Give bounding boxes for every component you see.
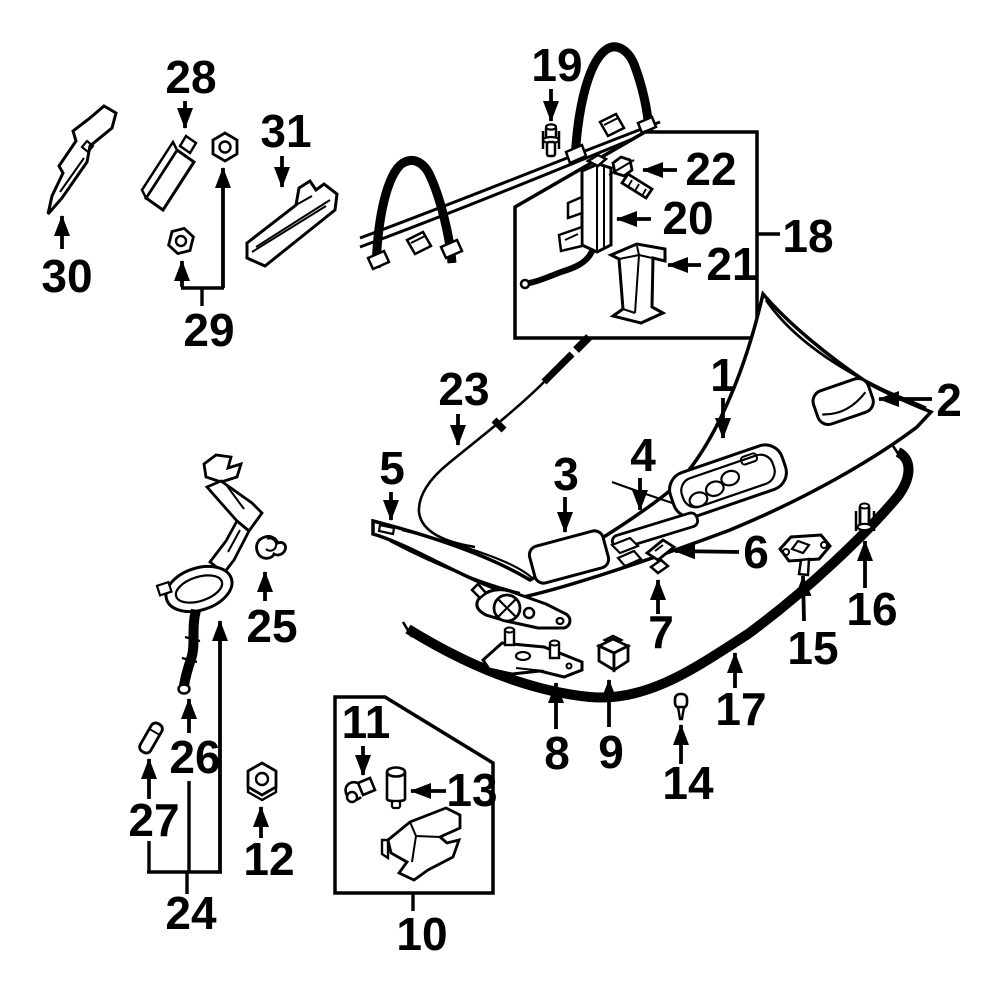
clip-14 xyxy=(673,692,689,721)
callout-29: 29 xyxy=(183,304,234,356)
hook-clip-11 xyxy=(344,776,377,804)
weatherstrip-17 xyxy=(401,445,914,703)
edge-clip-7 xyxy=(648,558,671,575)
trim-pad-3 xyxy=(527,529,611,585)
callout-14: 14 xyxy=(662,757,714,809)
hex-nut-29b xyxy=(167,226,195,256)
callout-23: 23 xyxy=(438,363,489,415)
callout-4: 4 xyxy=(630,429,656,481)
leader-6 xyxy=(674,543,740,560)
mount-bracket-10 xyxy=(380,806,462,882)
callout-6: 6 xyxy=(743,526,769,578)
micro-switch-9 xyxy=(595,634,632,673)
callout-7: 7 xyxy=(648,606,674,658)
hinge-tab xyxy=(616,549,643,568)
leader-lines xyxy=(54,89,932,911)
locating-pin-16 xyxy=(854,502,876,532)
callout-5: 5 xyxy=(379,442,405,494)
callout-10: 10 xyxy=(396,908,447,960)
lock-bracket-21 xyxy=(607,242,667,325)
callout-17: 17 xyxy=(715,683,766,735)
striker-bolt-19 xyxy=(541,123,561,158)
callout-19: 19 xyxy=(531,39,582,91)
callout-24: 24 xyxy=(165,887,217,939)
callout-9: 9 xyxy=(598,726,624,778)
callout-labels: 1 2 3 4 5 6 7 8 9 10 11 12 13 14 15 16 1… xyxy=(41,39,961,960)
callout-21: 21 xyxy=(706,238,757,290)
callout-26: 26 xyxy=(169,731,220,783)
roll-bar xyxy=(359,42,661,271)
clip-25 xyxy=(255,534,287,560)
callout-27: 27 xyxy=(128,794,179,846)
callout-28: 28 xyxy=(165,51,216,103)
callout-11: 11 xyxy=(342,696,391,748)
lock-actuator-20 xyxy=(519,153,613,290)
callout-16: 16 xyxy=(846,583,897,635)
callout-20: 20 xyxy=(662,192,713,244)
edge-tab-6 xyxy=(644,538,677,562)
drain-tube-27 xyxy=(138,721,164,755)
drain-hose-end-26 xyxy=(177,683,191,695)
callout-30: 30 xyxy=(41,250,92,302)
callout-8: 8 xyxy=(544,727,570,779)
callout-1: 1 xyxy=(710,349,736,401)
callout-12: 12 xyxy=(243,833,294,885)
leader-15 xyxy=(795,575,812,622)
leader-24-bracket xyxy=(141,620,228,894)
callout-31: 31 xyxy=(260,105,311,157)
striker-bracket-8 xyxy=(481,626,584,679)
callout-15: 15 xyxy=(787,622,838,674)
control-module-28 xyxy=(140,134,198,213)
side-trim-panel-30 xyxy=(46,104,118,215)
rubber-sleeve-13 xyxy=(385,766,407,810)
leader-29-bracket xyxy=(174,167,231,306)
storage-lid-panel-1 xyxy=(371,290,934,599)
latch-mechanism xyxy=(470,582,572,630)
drain-funnel-assembly-24 xyxy=(155,453,264,695)
callout-2: 2 xyxy=(936,374,962,426)
hinge-tab xyxy=(610,536,640,555)
hex-nut-29a xyxy=(211,131,239,163)
release-cable-23 xyxy=(417,334,592,549)
callout-22: 22 xyxy=(685,143,736,195)
guide-bracket-15 xyxy=(778,533,832,577)
callout-13: 13 xyxy=(446,764,497,816)
callout-25: 25 xyxy=(246,600,297,652)
callout-18: 18 xyxy=(782,210,833,262)
group-box-18 xyxy=(513,130,759,340)
panel-pocket-2 xyxy=(811,376,875,426)
latch-handle-console xyxy=(668,443,788,519)
hex-nut-12 xyxy=(246,761,278,802)
lock-bolt-22 xyxy=(608,155,654,200)
callout-3: 3 xyxy=(553,448,579,500)
cowl-trim-31 xyxy=(245,178,339,268)
